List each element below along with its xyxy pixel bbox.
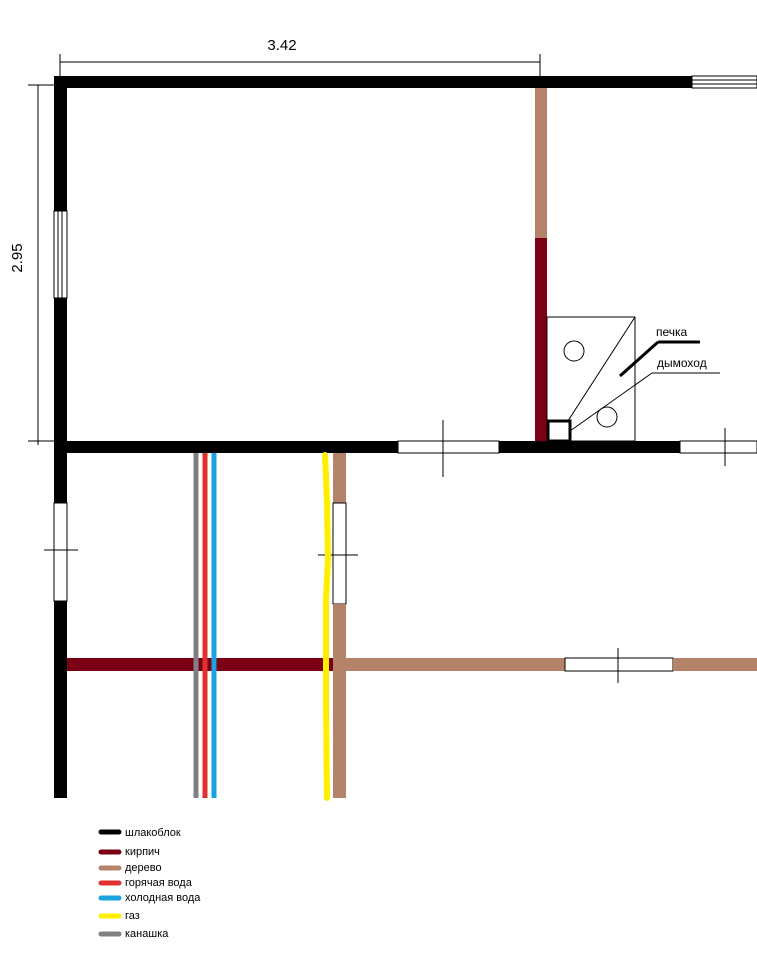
lower-wood-wall-b	[673, 658, 757, 671]
svg-text:дерево: дерево	[125, 862, 162, 874]
legend-item-brick: кирпич	[98, 846, 160, 858]
svg-text:кирпич: кирпич	[125, 846, 160, 858]
left-wall-lower-b	[54, 601, 67, 798]
wood-partition	[535, 88, 547, 238]
width-label: 3.42	[267, 37, 296, 54]
stove-pointer	[618, 340, 660, 378]
left-wall-upper-b	[54, 298, 67, 453]
svg-text:горячая вода: горячая вода	[125, 877, 193, 889]
left-wall-lower-a	[54, 453, 67, 503]
wood-wall-lower-b	[333, 604, 346, 798]
chimney-label: дымоход	[657, 356, 707, 370]
middle-wall-b	[499, 441, 680, 453]
middle-wall-a	[54, 441, 398, 453]
legend-item-sewer: канашка	[98, 928, 169, 940]
chimney	[546, 419, 572, 443]
width-dimension: 3.42	[59, 37, 541, 78]
lower-door	[564, 648, 674, 683]
stove-label: печка	[656, 325, 688, 339]
legend: шлакоблок кирпич дерево горячая вода хол…	[98, 827, 201, 940]
top-wall	[54, 76, 692, 88]
svg-text:канашка: канашка	[125, 928, 169, 940]
left-wall-upper-a	[54, 76, 67, 211]
legend-item-cold-water: холодная вода	[98, 892, 201, 904]
middle-door-1	[397, 420, 500, 477]
svg-text:шлакоблок: шлакоблок	[125, 827, 181, 839]
gas-pipe	[322, 452, 332, 801]
left-window	[53, 210, 68, 299]
middle-door-2	[679, 428, 757, 466]
svg-text:холодная вода: холодная вода	[125, 892, 201, 904]
left-lower-door	[44, 502, 78, 602]
lower-brick-wall	[67, 658, 333, 671]
wood-wall-lower-a	[333, 453, 346, 503]
brick-partition	[535, 238, 547, 441]
legend-item-wood: дерево	[98, 862, 162, 874]
height-label: 2.95	[9, 243, 26, 272]
lower-wood-wall-a	[333, 658, 565, 671]
chimney-pointer	[569, 372, 653, 432]
legend-item-hot-water: горячая вода	[98, 877, 193, 889]
legend-item-cinder-block: шлакоблок	[98, 827, 181, 839]
legend-item-gas: газ	[98, 910, 140, 922]
svg-text:газ: газ	[125, 910, 140, 922]
top-right-window	[691, 75, 757, 89]
height-dimension: 2.95	[9, 84, 60, 445]
